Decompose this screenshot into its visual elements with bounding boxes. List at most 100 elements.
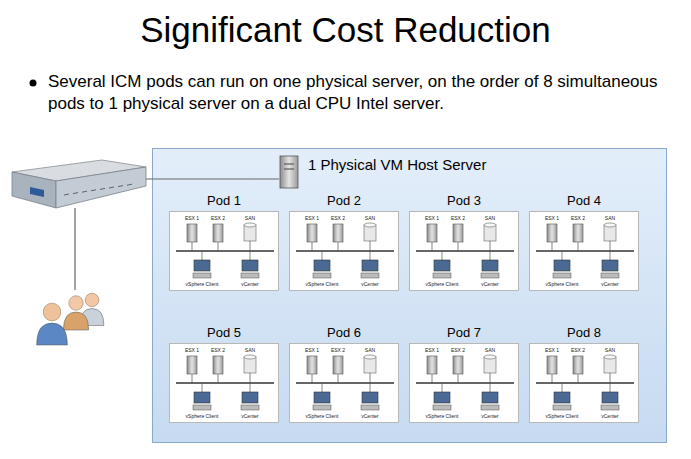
san-label: SAN xyxy=(605,347,615,353)
san-link xyxy=(490,241,491,251)
pod-network-drawing xyxy=(530,212,640,292)
computer-monitor xyxy=(362,392,378,403)
vcenter-label: vCenter xyxy=(601,281,619,287)
san-storage-top xyxy=(364,355,376,359)
client-link xyxy=(562,383,563,392)
computer-base xyxy=(241,405,259,410)
computer-base xyxy=(241,273,259,278)
vcenter-label: vCenter xyxy=(241,413,259,419)
san-label: SAN xyxy=(365,347,375,353)
appliance-vent xyxy=(109,187,114,188)
host-server-panel: Pod 1ESX 1ESX 2SANvSphere ClientvCenterP… xyxy=(152,148,667,443)
server-link xyxy=(458,374,459,383)
esx-label: ESX 2 xyxy=(571,215,585,221)
esx-server-icon xyxy=(453,224,463,242)
slide-title: Significant Cost Reduction xyxy=(0,10,691,50)
computer-monitor xyxy=(242,260,258,271)
client-label: vSphere Client xyxy=(546,281,579,287)
computer-monitor xyxy=(314,260,330,271)
pod-diagram: ESX 1ESX 2SANvSphere ClientvCenter xyxy=(169,343,279,423)
computer-monitor xyxy=(434,260,450,271)
server-link xyxy=(552,242,553,251)
appliance-side xyxy=(12,172,56,208)
user-head xyxy=(85,293,99,307)
pod-label: Pod 8 xyxy=(529,325,639,341)
pod-network-drawing xyxy=(530,344,640,424)
network-bar xyxy=(416,250,514,252)
esx-server-icon xyxy=(453,356,463,374)
bullet-dot xyxy=(30,80,37,87)
vcenter-label: vCenter xyxy=(481,413,499,419)
pod-diagram: ESX 1ESX 2SANvSphere ClientvCenter xyxy=(409,343,519,423)
server-link xyxy=(312,242,313,251)
user-head xyxy=(43,303,61,321)
panel-heading: 1 Physical VM Host Server xyxy=(308,156,486,174)
esx-server-icon xyxy=(427,224,437,242)
server-link xyxy=(432,374,433,383)
san-label: SAN xyxy=(365,215,375,221)
client-link xyxy=(442,383,443,392)
vcenter-label: vCenter xyxy=(241,281,259,287)
server-link xyxy=(552,374,553,383)
pod-network-drawing xyxy=(410,212,520,292)
san-storage-top xyxy=(244,223,256,227)
client-label: vSphere Client xyxy=(186,281,219,287)
user-body xyxy=(80,309,104,326)
san-storage-icon xyxy=(604,357,616,373)
san-storage-top xyxy=(604,223,616,227)
host-server-icon xyxy=(280,156,298,188)
pod-diagram: ESX 1ESX 2SANvSphere ClientvCenter xyxy=(169,211,279,291)
computer-base xyxy=(433,273,451,278)
san-link xyxy=(250,373,251,383)
pod-network-drawing xyxy=(170,344,280,424)
esx-label: ESX 1 xyxy=(305,215,319,221)
server-link xyxy=(338,374,339,383)
san-storage-icon xyxy=(364,357,376,373)
appliance-vent xyxy=(73,193,78,194)
client-label: vSphere Client xyxy=(186,413,219,419)
pod-diagram: ESX 1ESX 2SANvSphere ClientvCenter xyxy=(529,211,639,291)
server-link xyxy=(578,374,579,383)
computer-monitor xyxy=(482,392,498,403)
appliance-vent xyxy=(100,188,105,189)
esx-label: ESX 1 xyxy=(185,215,199,221)
pod-label: Pod 4 xyxy=(529,193,639,209)
san-storage-top xyxy=(484,355,496,359)
san-link xyxy=(250,241,251,251)
appliance-vent xyxy=(64,194,69,195)
client-label: vSphere Client xyxy=(426,281,459,287)
computer-base xyxy=(193,273,211,278)
server-link xyxy=(192,374,193,383)
pod-diagram: ESX 1ESX 2SANvSphere ClientvCenter xyxy=(409,211,519,291)
vcenter-label: vCenter xyxy=(481,281,499,287)
esx-server-icon xyxy=(307,356,317,374)
san-storage-icon xyxy=(244,225,256,241)
client-link xyxy=(322,251,323,260)
esx-server-icon xyxy=(187,356,197,374)
esx-label: ESX 2 xyxy=(451,215,465,221)
vcenter-label: vCenter xyxy=(361,281,379,287)
esx-label: ESX 2 xyxy=(571,347,585,353)
pod-label: Pod 1 xyxy=(169,193,279,209)
client-label: vSphere Client xyxy=(306,281,339,287)
esx-server-icon xyxy=(213,224,223,242)
san-storage-top xyxy=(484,223,496,227)
computer-base xyxy=(193,405,211,410)
client-link xyxy=(370,251,371,260)
computer-monitor xyxy=(362,260,378,271)
esx-label: ESX 1 xyxy=(305,347,319,353)
computer-monitor xyxy=(434,392,450,403)
san-storage-top xyxy=(244,355,256,359)
computer-base xyxy=(361,405,379,410)
computer-monitor xyxy=(314,392,330,403)
server-link xyxy=(578,242,579,251)
client-link xyxy=(322,383,323,392)
computer-monitor xyxy=(602,392,618,403)
server-link xyxy=(338,242,339,251)
pod-label: Pod 2 xyxy=(289,193,399,209)
server-link xyxy=(218,374,219,383)
pod-group: Pod 6ESX 1ESX 2SANvSphere ClientvCenter xyxy=(289,325,399,423)
computer-base xyxy=(481,405,499,410)
computer-base xyxy=(601,405,619,410)
computer-base xyxy=(361,273,379,278)
